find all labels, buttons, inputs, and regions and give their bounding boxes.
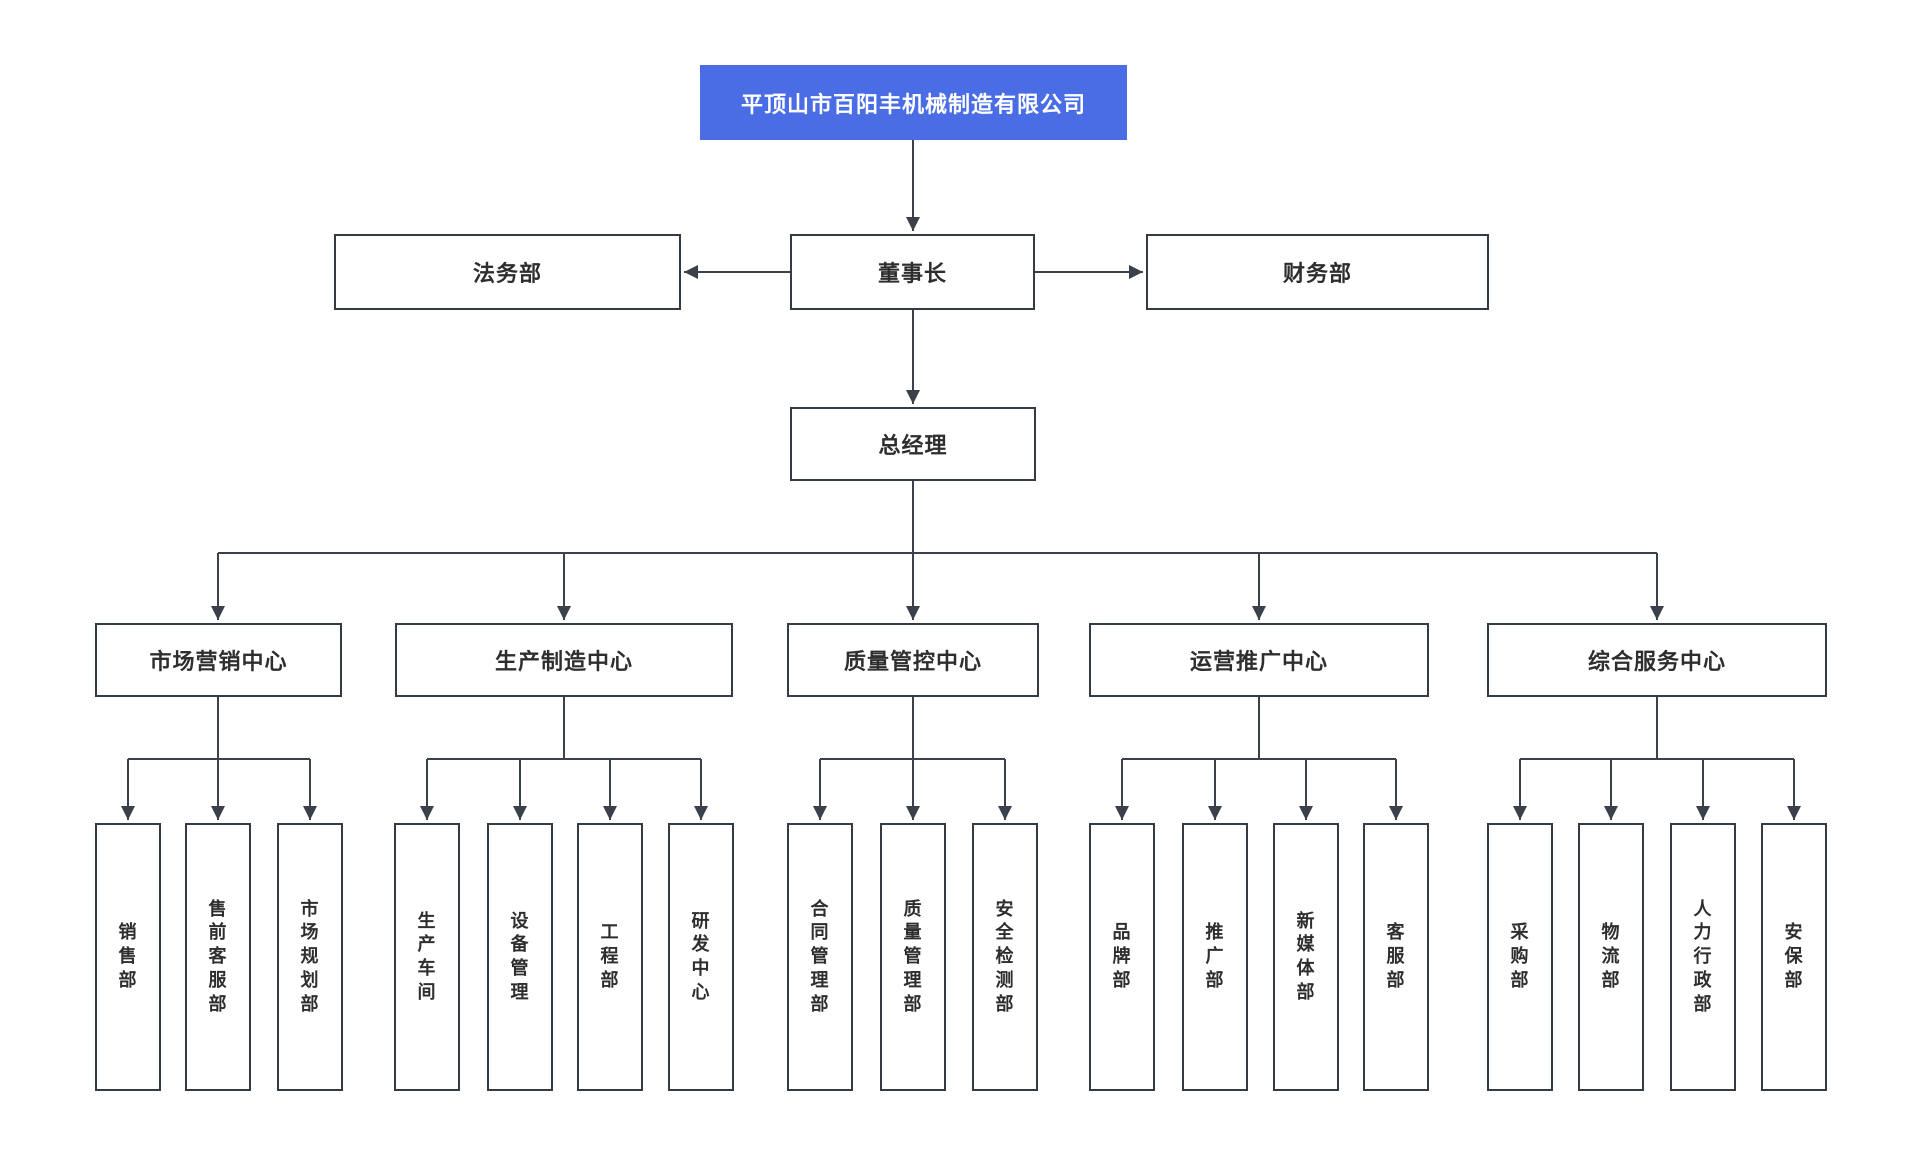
node-presales-service-dept[interactable]: 售前客服部 xyxy=(185,823,251,1091)
node-center-marketing[interactable]: 市场营销中心 xyxy=(95,623,342,697)
node-sales-dept[interactable]: 销售部 xyxy=(95,823,161,1091)
node-rd-center-label: 研发中心 xyxy=(691,910,711,1002)
node-center-quality-label: 质量管控中心 xyxy=(843,649,982,674)
node-general-manager[interactable]: 总经理 xyxy=(790,407,1036,481)
node-new-media-dept-label: 新媒体部 xyxy=(1296,910,1316,1002)
node-center-services[interactable]: 综合服务中心 xyxy=(1487,623,1827,697)
node-center-production-label: 生产制造中心 xyxy=(494,649,633,674)
node-sales-dept-label: 销售部 xyxy=(118,922,138,990)
connector-operations-subtree xyxy=(1115,697,1403,820)
node-brand-dept[interactable]: 品牌部 xyxy=(1089,823,1155,1091)
node-logistics-dept[interactable]: 物流部 xyxy=(1578,823,1644,1091)
node-promotion-dept-label: 推广部 xyxy=(1205,922,1225,990)
node-quality-management-dept-label: 质量管理部 xyxy=(903,898,923,1014)
node-finance-dept-label: 财务部 xyxy=(1282,261,1352,286)
node-engineering-dept[interactable]: 工程部 xyxy=(577,823,643,1091)
connector-marketing-subtree xyxy=(121,697,317,820)
node-legal-dept[interactable]: 法务部 xyxy=(334,234,681,310)
node-promotion-dept[interactable]: 推广部 xyxy=(1182,823,1248,1091)
node-presales-service-dept-label: 售前客服部 xyxy=(208,898,228,1014)
node-quality-management-dept[interactable]: 质量管理部 xyxy=(880,823,946,1091)
node-equipment-management[interactable]: 设备管理 xyxy=(487,823,553,1091)
node-engineering-dept-label: 工程部 xyxy=(600,922,620,990)
node-contract-management-dept[interactable]: 合同管理部 xyxy=(787,823,853,1091)
node-company-label: 平顶山市百阳丰机械制造有限公司 xyxy=(740,91,1086,117)
node-security-dept-label: 安保部 xyxy=(1784,922,1804,990)
node-customer-service-dept[interactable]: 客服部 xyxy=(1363,823,1429,1091)
node-rd-center[interactable]: 研发中心 xyxy=(668,823,734,1091)
node-center-operations[interactable]: 运营推广中心 xyxy=(1089,623,1429,697)
node-market-planning-dept-label: 市场规划部 xyxy=(300,898,320,1014)
node-center-services-label: 综合服务中心 xyxy=(1587,649,1726,674)
node-hr-admin-dept[interactable]: 人力行政部 xyxy=(1670,823,1736,1091)
node-customer-service-dept-label: 客服部 xyxy=(1386,922,1406,990)
node-general-manager-label: 总经理 xyxy=(878,433,948,458)
node-new-media-dept[interactable]: 新媒体部 xyxy=(1273,823,1339,1091)
node-safety-inspection-dept-label: 安全检测部 xyxy=(995,898,1015,1014)
node-production-workshop[interactable]: 生产车间 xyxy=(394,823,460,1091)
node-center-operations-label: 运营推广中心 xyxy=(1189,649,1328,674)
node-center-quality[interactable]: 质量管控中心 xyxy=(787,623,1039,697)
connector-production-subtree xyxy=(420,697,708,820)
connector-quality-subtree xyxy=(813,697,1012,820)
node-company[interactable]: 平顶山市百阳丰机械制造有限公司 xyxy=(700,65,1127,140)
node-market-planning-dept[interactable]: 市场规划部 xyxy=(277,823,343,1091)
node-hr-admin-dept-label: 人力行政部 xyxy=(1693,898,1713,1014)
node-chairman-label: 董事长 xyxy=(877,261,947,286)
node-procurement-dept-label: 采购部 xyxy=(1510,922,1530,990)
connector-services-subtree xyxy=(1513,697,1801,820)
node-finance-dept[interactable]: 财务部 xyxy=(1146,234,1489,310)
node-brand-dept-label: 品牌部 xyxy=(1112,922,1132,990)
node-equipment-management-label: 设备管理 xyxy=(510,910,530,1002)
connector-gm-centers-bus xyxy=(211,481,1664,620)
node-chairman[interactable]: 董事长 xyxy=(790,234,1035,310)
node-contract-management-dept-label: 合同管理部 xyxy=(810,898,830,1014)
node-production-workshop-label: 生产车间 xyxy=(417,910,437,1002)
node-safety-inspection-dept[interactable]: 安全检测部 xyxy=(972,823,1038,1091)
node-center-production[interactable]: 生产制造中心 xyxy=(395,623,733,697)
node-procurement-dept[interactable]: 采购部 xyxy=(1487,823,1553,1091)
node-logistics-dept-label: 物流部 xyxy=(1601,922,1621,990)
node-legal-dept-label: 法务部 xyxy=(472,261,542,286)
node-center-marketing-label: 市场营销中心 xyxy=(149,649,288,674)
node-security-dept[interactable]: 安保部 xyxy=(1761,823,1827,1091)
